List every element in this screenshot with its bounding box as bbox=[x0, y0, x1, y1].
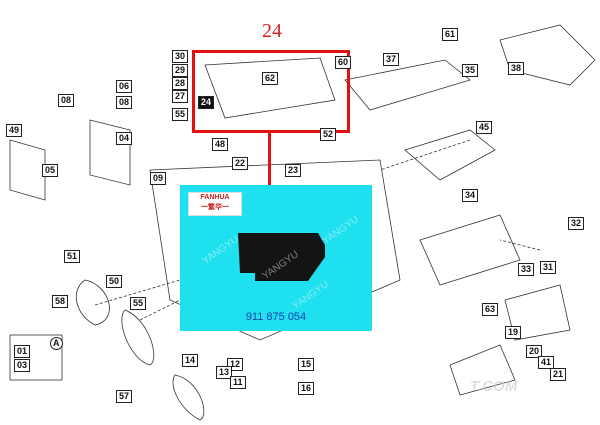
part-label: 37 bbox=[383, 53, 400, 66]
inset-marker: A bbox=[50, 337, 63, 350]
inset-a bbox=[9, 334, 63, 381]
part-label: 05 bbox=[42, 164, 59, 177]
disc-58 bbox=[76, 279, 110, 326]
part-label: 38 bbox=[508, 62, 525, 75]
part-label: 29 bbox=[172, 64, 189, 77]
brand-subtitle: 一繁华一 bbox=[201, 204, 229, 211]
part-label: 41 bbox=[538, 356, 555, 369]
plate-19 bbox=[449, 344, 516, 396]
part-label: 13 bbox=[216, 366, 233, 379]
part-label: 50 bbox=[106, 275, 123, 288]
part-label: 45 bbox=[476, 121, 493, 134]
brand-logo: FANHUA 一繁华一 bbox=[188, 192, 242, 216]
part-label: 11 bbox=[230, 376, 246, 389]
gasket-image bbox=[238, 233, 325, 281]
part-label: 32 bbox=[568, 217, 585, 230]
part-label: 58 bbox=[52, 295, 69, 308]
part-label: 55 bbox=[130, 297, 147, 310]
plate-34 bbox=[419, 214, 521, 286]
disc-55 bbox=[121, 309, 155, 366]
part-label: 21 bbox=[550, 368, 567, 381]
part-label: 57 bbox=[116, 390, 133, 403]
detail-label: 60 bbox=[335, 56, 352, 69]
site-watermark: T.COM bbox=[470, 378, 518, 395]
part-label: 23 bbox=[285, 164, 302, 177]
part-label: 14 bbox=[182, 354, 199, 367]
part-label: 63 bbox=[482, 303, 499, 316]
part-label: 09 bbox=[150, 172, 167, 185]
callout-number: 24 bbox=[262, 20, 282, 42]
product-photo-panel: FANHUA 一繁华一 YANGYU YANGYU YANGYU YANGYU … bbox=[180, 185, 372, 331]
brand-name: FANHUA bbox=[200, 194, 230, 201]
part-label: 04 bbox=[116, 132, 133, 145]
part-label: 08 bbox=[116, 96, 133, 109]
dashed-leaders bbox=[94, 139, 541, 321]
part-label: 52 bbox=[320, 128, 337, 141]
part-label: 28 bbox=[172, 77, 189, 90]
part-label: 15 bbox=[298, 358, 315, 371]
part-label: 19 bbox=[505, 326, 522, 339]
part-label: 30 bbox=[172, 50, 189, 63]
part-label: 01 bbox=[14, 345, 31, 358]
part-label: 51 bbox=[64, 250, 81, 263]
part-label: 34 bbox=[462, 189, 479, 202]
part-number: 911 875 054 bbox=[245, 311, 307, 323]
part-label: 22 bbox=[232, 157, 249, 170]
panel-04 bbox=[89, 119, 131, 186]
part-label: 49 bbox=[6, 124, 23, 137]
part-label: 33 bbox=[518, 263, 535, 276]
part-label: 16 bbox=[298, 382, 315, 395]
cover-part bbox=[344, 59, 471, 111]
part-label: 03 bbox=[14, 359, 31, 372]
part-label: 06 bbox=[116, 80, 133, 93]
part-label: 35 bbox=[462, 64, 479, 77]
lid-part bbox=[204, 57, 336, 119]
disc-14 bbox=[172, 374, 205, 421]
part-label: 48 bbox=[212, 138, 229, 151]
part-label: 61 bbox=[442, 28, 459, 41]
part-label: 55 bbox=[172, 108, 189, 121]
part-label: 31 bbox=[540, 261, 557, 274]
part-label: 08 bbox=[58, 94, 75, 107]
top-housing bbox=[499, 24, 596, 86]
plate-45 bbox=[404, 129, 496, 181]
part-label: 27 bbox=[172, 90, 189, 103]
part-label: 20 bbox=[526, 345, 543, 358]
panel-49 bbox=[9, 139, 46, 201]
detail-label: 62 bbox=[262, 72, 279, 85]
highlight-box bbox=[192, 50, 350, 133]
detail-label: 24 bbox=[198, 96, 215, 109]
highlight-connector bbox=[268, 130, 271, 186]
